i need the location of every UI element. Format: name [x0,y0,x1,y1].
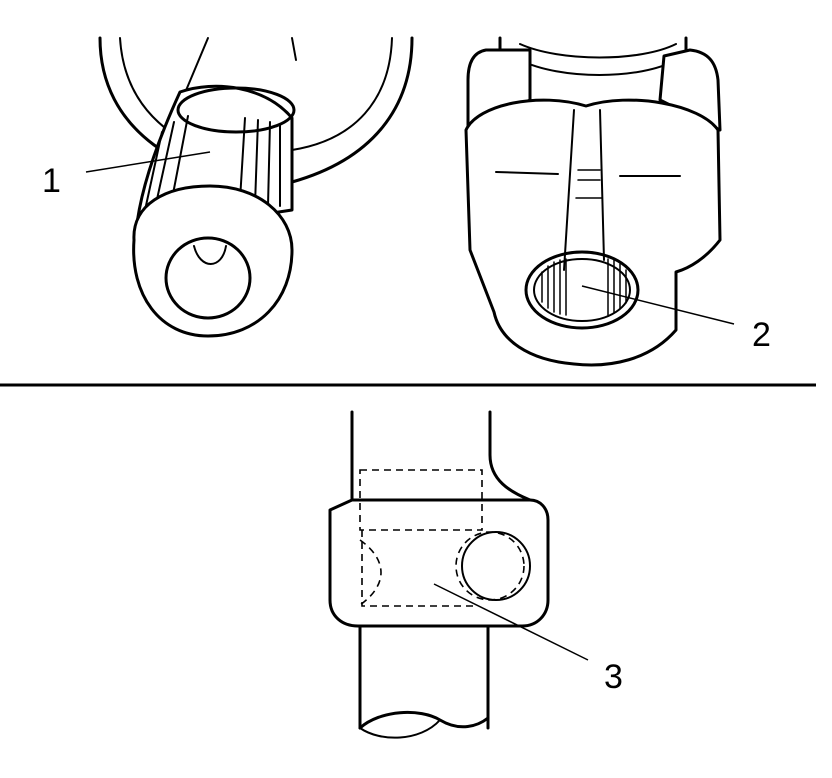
yoke-joint-view [464,36,722,367]
callout-label-3: 3 [604,658,623,696]
splined-shaft-view [98,36,414,338]
callout-1: 1 [42,151,211,200]
callout-label-1: 1 [42,162,61,200]
assembled-joint-view [328,410,550,739]
callout-3: 3 [433,583,623,696]
callout-label-2: 2 [752,316,771,354]
callout-2: 2 [581,285,771,354]
